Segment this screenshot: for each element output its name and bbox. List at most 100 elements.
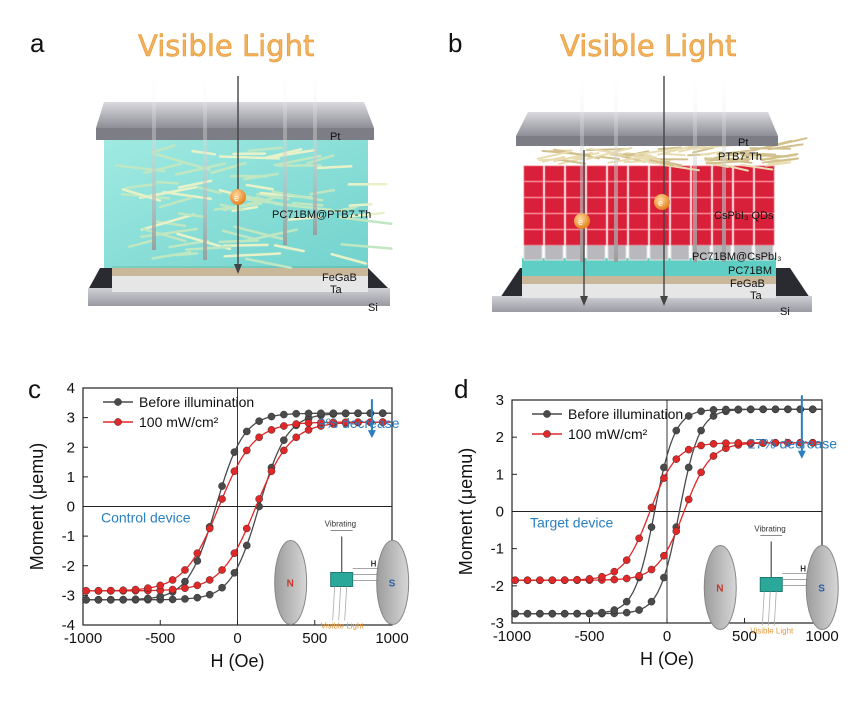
fiber [196,185,222,195]
fiber [291,201,324,207]
qd-cube [628,229,649,246]
panel-a-ray-3 [283,70,287,245]
series-1-point [193,549,202,557]
decrease-annotation: 9% decrease [318,415,400,431]
panel-a-visible-light-title: Visible Light [138,29,314,63]
series-0-point [560,609,569,618]
ptb7-fiber [705,159,750,165]
series-0-point [511,609,519,618]
y-tick-label: -4 [62,617,75,634]
ptb7-fiber [713,152,743,159]
qd-cube [754,181,775,198]
panel-a-electron [230,189,246,205]
series-0-point [548,609,557,618]
light-ray-line [761,591,765,626]
panel-b-layer-pc71bm: PC71BM [728,265,772,277]
panel-b-layer-fegab: FeGaB [730,278,765,290]
qd-cube [649,213,670,230]
panel-b-electron-2 [654,194,670,210]
series-0-point [684,463,693,472]
series-1-point [808,438,817,447]
series-0-point [317,409,325,418]
series-0-point [119,595,127,604]
legend-entry: Before illumination [139,394,254,410]
qd-cube [523,181,544,198]
series-1-point [635,534,643,543]
qd-base-cube [649,242,669,261]
fiber [218,239,259,244]
inset-vibrating-label: Vibrating [754,525,785,534]
series-1-point [734,439,743,447]
fiber [124,183,157,190]
inset-visible-light-label: Visible Light [750,627,794,636]
fiber [140,227,198,239]
panel-a-label: a [30,28,45,58]
fiber [348,202,373,207]
series-1-point [131,585,140,594]
panel-b-electron-1 [574,213,590,229]
series-1-point [660,551,668,560]
fiber [175,252,199,257]
ptb7-fiber [740,154,790,158]
y-tick-label: -1 [491,541,504,558]
x-tick-label: -500 [145,630,175,647]
panel-b-arrowhead-1 [580,296,588,306]
qd-cube [544,181,565,198]
qd-cube [733,229,754,246]
qd-cube [670,229,691,246]
series-1-point [193,581,202,590]
ptb7-fiber [767,143,804,151]
light-ray-line [332,586,336,621]
series-1-point [709,452,718,460]
qd-cube [544,197,565,214]
panel-a-ray-1 [152,70,156,250]
series-1-point [548,576,557,584]
series-0-point [354,409,362,417]
series-0-point [622,597,631,606]
series-1-point [82,587,90,595]
series-1-point [709,440,718,448]
magnet-pole-n [703,545,737,630]
series-1-point [610,567,619,576]
series-0-point [378,409,387,417]
qd-cube [670,181,691,198]
panel-a-layer-ta: Ta [330,284,343,296]
qd-cube [523,197,544,214]
ptb7-fiber [660,163,700,172]
series-1-point [144,584,152,592]
y-tick-label: -3 [62,587,75,604]
qd-cube [754,197,775,214]
series-1-point [119,586,127,595]
inset-south-label: S [818,584,825,595]
fiber [340,243,393,250]
x-axis-label: H (Oe) [211,651,265,671]
light-ray-line [773,591,777,626]
ptb7-fiber [649,159,675,167]
series-1-point [329,418,338,427]
panel-a: a Visible Light e Pt PC71BM@PTB7-Th FeGa… [30,28,393,314]
panel-a-ray-4 [313,70,317,235]
panel-a-si-layer [88,288,390,306]
y-tick-label: -3 [491,615,504,632]
series-0-point [292,409,301,418]
y-tick-label: 1 [67,469,75,486]
fiber [142,162,183,175]
series-1-point [168,585,177,594]
panel-b-qd-cubes [523,165,775,246]
fiber [154,220,187,228]
fiber [177,212,206,218]
fiber [114,164,166,173]
series-1-point [610,575,619,584]
series-0-point [107,595,115,604]
panel-a-electron-label: e [234,193,239,203]
panel-b: b Visible Light e e Pt PTB7-Th CsPbI₃ QD [448,28,812,318]
series-0-point [771,405,780,414]
panel-b-layer-qds: CsPbI₃ QDs [714,210,774,222]
qd-cube [586,229,607,246]
series-1-point [304,426,313,434]
panel-b-ta-layer [522,282,776,298]
fiber [174,162,226,176]
fiber [242,172,279,181]
series-1-point [341,418,350,426]
series-1-point [230,467,239,476]
